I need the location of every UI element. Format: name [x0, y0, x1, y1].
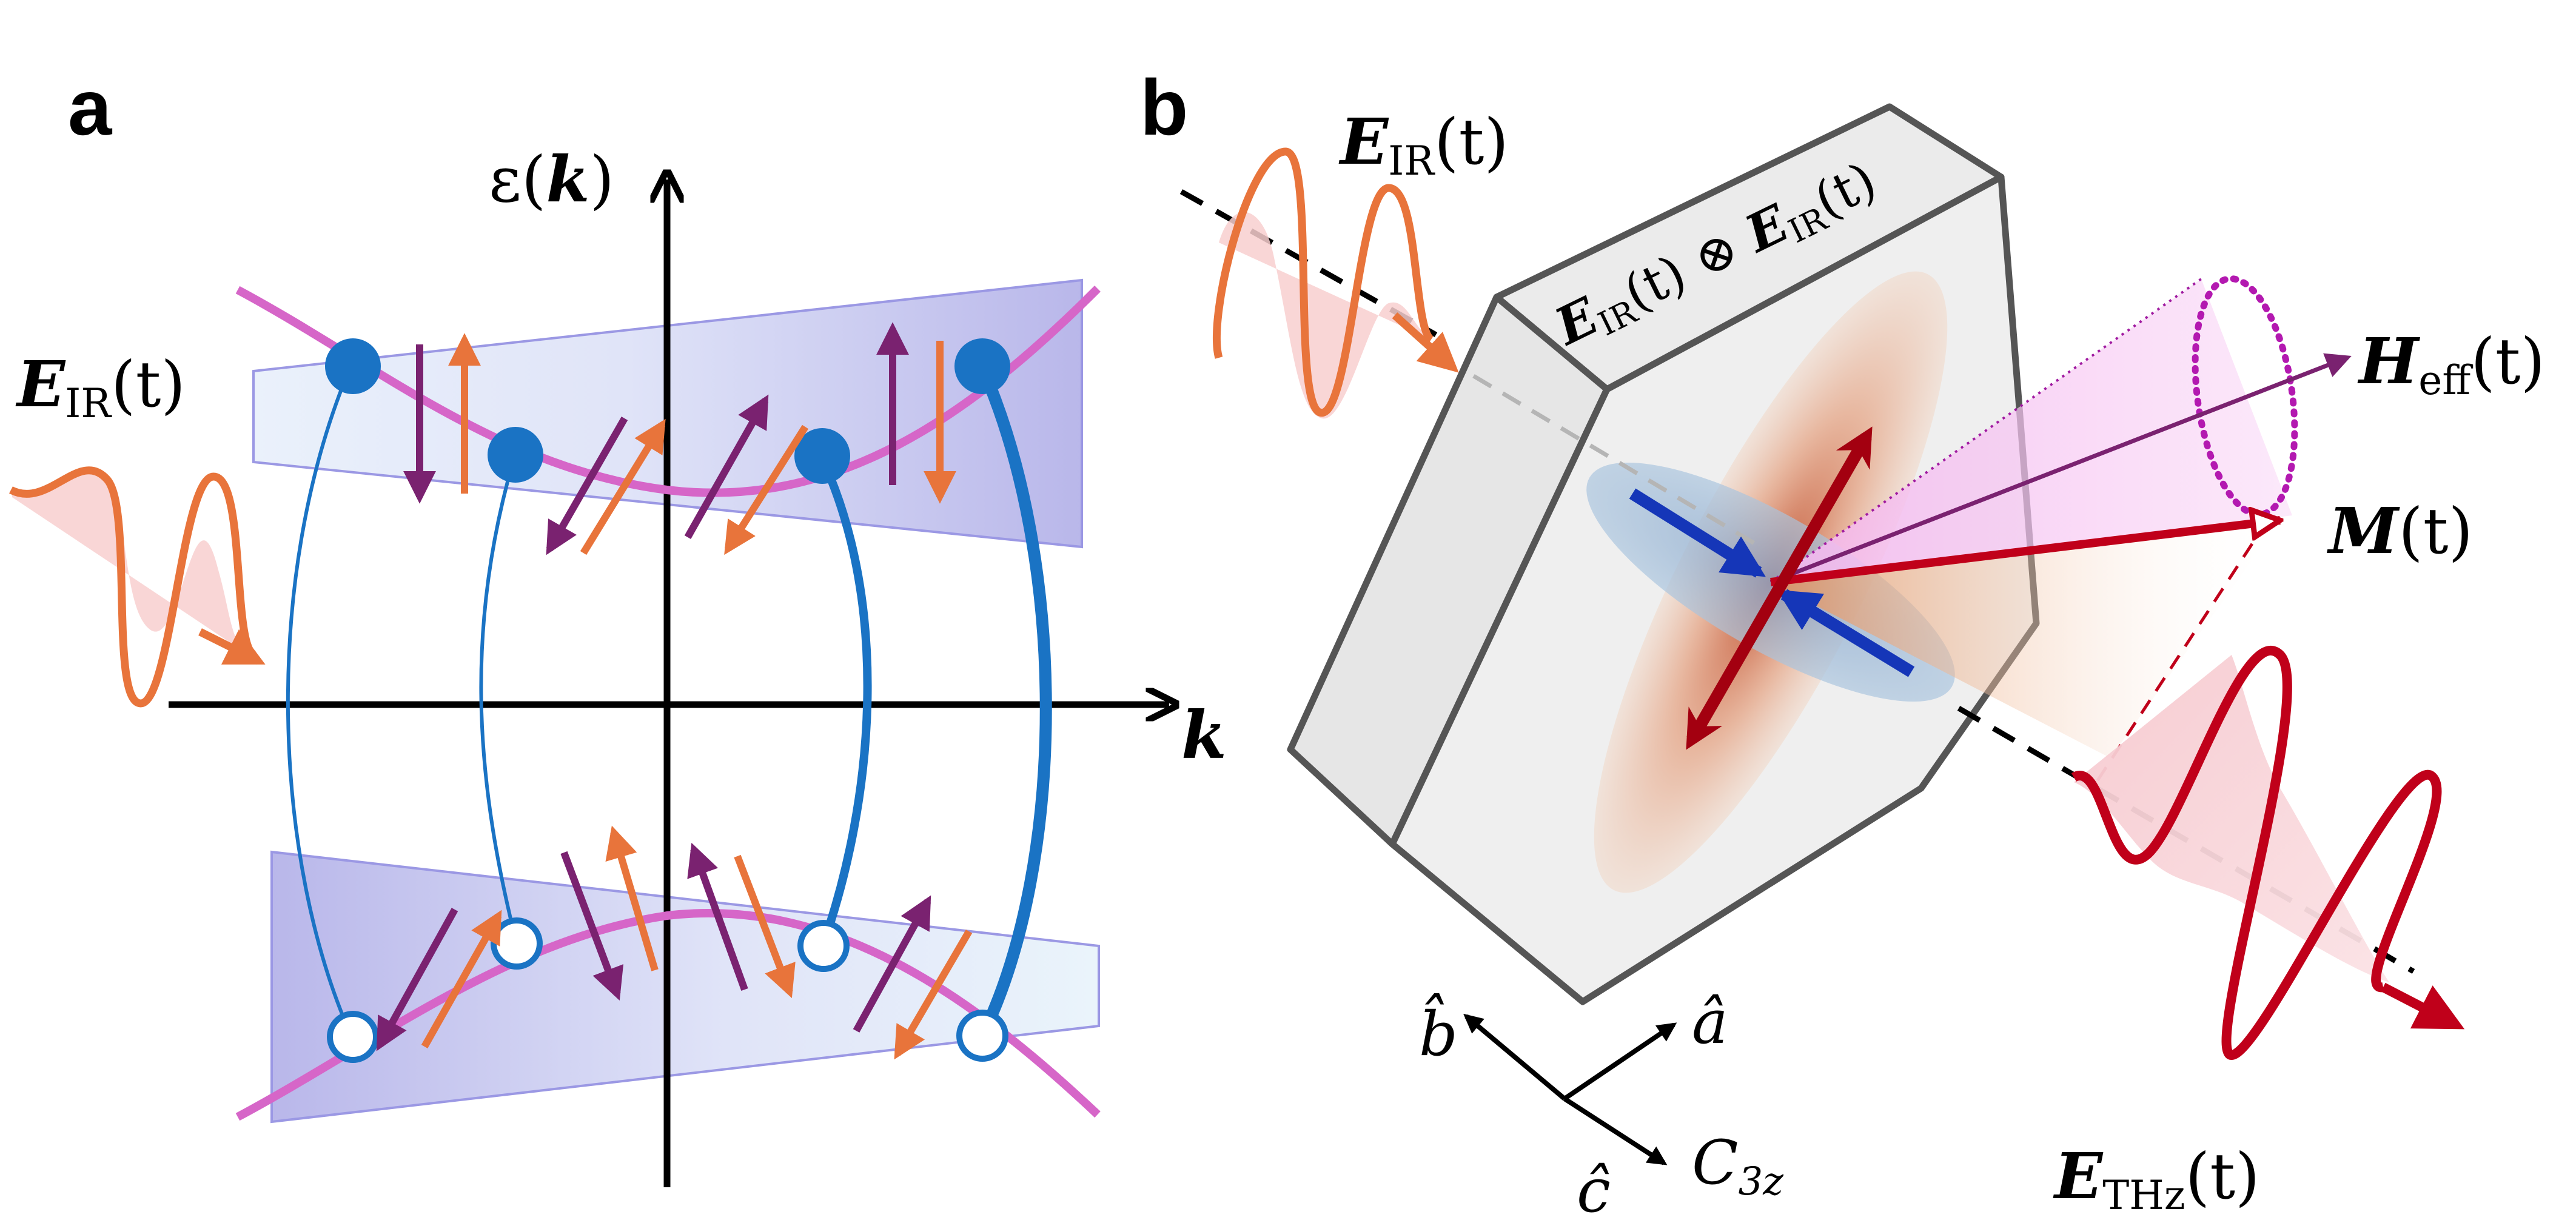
ir-field-label: EIR(t) — [15, 347, 186, 427]
transition-line — [286, 363, 354, 1038]
ir-pulse-fill — [12, 470, 249, 655]
panel-a-label: a — [68, 63, 113, 152]
transition-line — [817, 454, 872, 945]
hole-circle — [491, 917, 543, 970]
ir-pulse-wave — [9, 466, 257, 708]
incoming-ir-pulse-wave — [1213, 147, 1434, 417]
spin-arrow-purple — [560, 851, 624, 1001]
incoming-ir-arrow — [1392, 312, 1459, 373]
axis-c3z-label: C3z — [1692, 1127, 1784, 1204]
spin-arrow-orange — [724, 424, 809, 555]
electron-dot — [488, 427, 543, 483]
precession-cone — [1771, 279, 2292, 582]
spin-arrow-orange — [734, 854, 796, 999]
transition-line — [479, 453, 518, 944]
spin-arrow-purple — [684, 394, 769, 539]
panel-a: a — [9, 63, 1227, 1187]
axis-a-arrow — [1563, 1022, 1677, 1101]
thz-pulse-wave — [2071, 646, 2442, 1061]
spin-arrow-orange — [580, 418, 666, 555]
incoming-ir-pulse-fill — [1219, 212, 1431, 419]
spin-arrow-purple — [853, 895, 931, 1033]
crystal-axes: â b̂ ĉ C3z — [1419, 987, 1784, 1220]
thz-pulse-fill — [2074, 655, 2389, 982]
panel-b: b EIR(t) ⊗ EIR(t) — [1140, 63, 2545, 1220]
spin-arrow-purple — [687, 842, 748, 991]
hole-circle — [956, 1010, 1008, 1062]
incoming-ir-label: EIR(t) — [1338, 104, 1509, 184]
spin-arrow-orange — [605, 825, 659, 971]
polarization-double-arrow — [1686, 426, 1873, 750]
hole-circle — [797, 920, 850, 972]
panel-b-label: b — [1140, 63, 1188, 152]
electron-dot — [954, 338, 1010, 394]
thz-pulse-arrow — [2381, 982, 2465, 1030]
ir-pulse-arrow — [198, 628, 266, 665]
magnetization-label: M(t) — [2327, 494, 2473, 568]
x-axis-label: k — [1181, 697, 1227, 774]
spin-arrow-orange — [421, 910, 502, 1048]
axis-b-arrow — [1463, 1013, 1566, 1101]
spin-arrow-purple — [546, 417, 628, 555]
thz-field-label: ETHz(t) — [2053, 1139, 2260, 1219]
axis-b-label: b̂ — [1419, 993, 1458, 1070]
magnetization-shading — [1771, 521, 2280, 758]
y-axis-label: ε(k) — [489, 142, 614, 216]
electron-dot — [794, 428, 850, 484]
axis-c-label: ĉ — [1577, 1155, 1611, 1220]
spin-arrow-purple — [376, 908, 458, 1051]
spin-arrow-orange — [894, 929, 973, 1060]
transition-line — [975, 362, 1052, 1039]
hole-circle — [327, 1011, 379, 1063]
electron-dot — [325, 338, 381, 394]
heff-label: Heff(t) — [2357, 324, 2545, 404]
axis-c3z-arrow — [1563, 1096, 1668, 1165]
lower-band — [270, 850, 1100, 1124]
axis-a-label: â — [1692, 987, 1728, 1057]
